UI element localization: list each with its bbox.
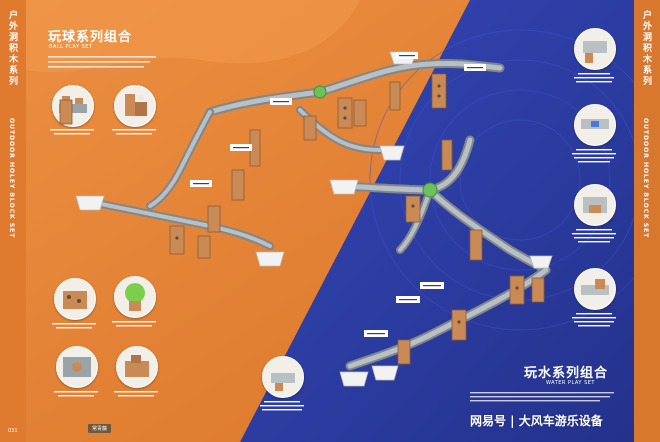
right-vertical-title: 户外洞积木系列	[641, 10, 651, 87]
feature-caption-water-1	[566, 72, 622, 85]
feature-circle-water-4	[574, 268, 616, 310]
callout-tag-2	[230, 144, 252, 151]
left-side-band	[0, 0, 26, 442]
callout-tag-5	[396, 52, 418, 59]
feature-caption-ball-3	[46, 322, 102, 332]
watermark: 网易号 | 大风车游乐设备	[470, 414, 603, 428]
feature-circle-ball-4	[114, 276, 156, 318]
page-number: 031	[8, 428, 18, 434]
callout-tag-8	[364, 330, 388, 337]
feature-caption-ball-4	[106, 320, 162, 330]
callout-tag-3	[190, 180, 212, 187]
feature-caption-water-5	[254, 400, 310, 413]
left-vertical-english: OUTDOOR HOLEY BLOCK SET	[8, 118, 15, 239]
feature-caption-ball-2	[106, 128, 162, 138]
feature-circle-ball-5	[56, 346, 98, 388]
callout-tag-7	[396, 296, 420, 303]
feature-circle-ball-6	[116, 346, 158, 388]
water-set-title: 玩水系列组合	[524, 366, 609, 381]
right-vertical-english: OUTDOOR HOLEY BLOCK SET	[642, 118, 649, 239]
right-side-band	[634, 0, 660, 442]
feature-circle-ball-2	[114, 85, 156, 127]
feature-caption-water-3	[566, 228, 622, 245]
water-set-description	[470, 392, 614, 402]
ball-set-description	[48, 56, 156, 68]
feature-caption-water-4	[566, 312, 622, 329]
feature-circle-water-3	[574, 184, 616, 226]
feature-caption-water-2	[566, 148, 622, 165]
feature-circle-water-1	[574, 28, 616, 70]
ball-set-subtitle: BALL PLAY SET	[49, 44, 93, 50]
feature-caption-ball-1	[44, 128, 100, 138]
feature-circle-water-5	[262, 356, 304, 398]
feature-circle-ball-3	[54, 278, 96, 320]
callout-tag-1	[270, 98, 292, 105]
ball-set-title: 玩球系列组合	[48, 30, 133, 45]
feature-caption-ball-6	[108, 390, 164, 400]
callout-tag-6	[420, 282, 444, 289]
footer-logo: 常青藤	[88, 424, 112, 433]
water-set-subtitle: WATER PLAY SET	[546, 380, 595, 386]
feature-caption-ball-5	[48, 390, 104, 400]
callout-tag-4	[464, 64, 486, 71]
left-vertical-title: 户外洞积木系列	[7, 10, 17, 87]
feature-circle-water-2	[574, 104, 616, 146]
